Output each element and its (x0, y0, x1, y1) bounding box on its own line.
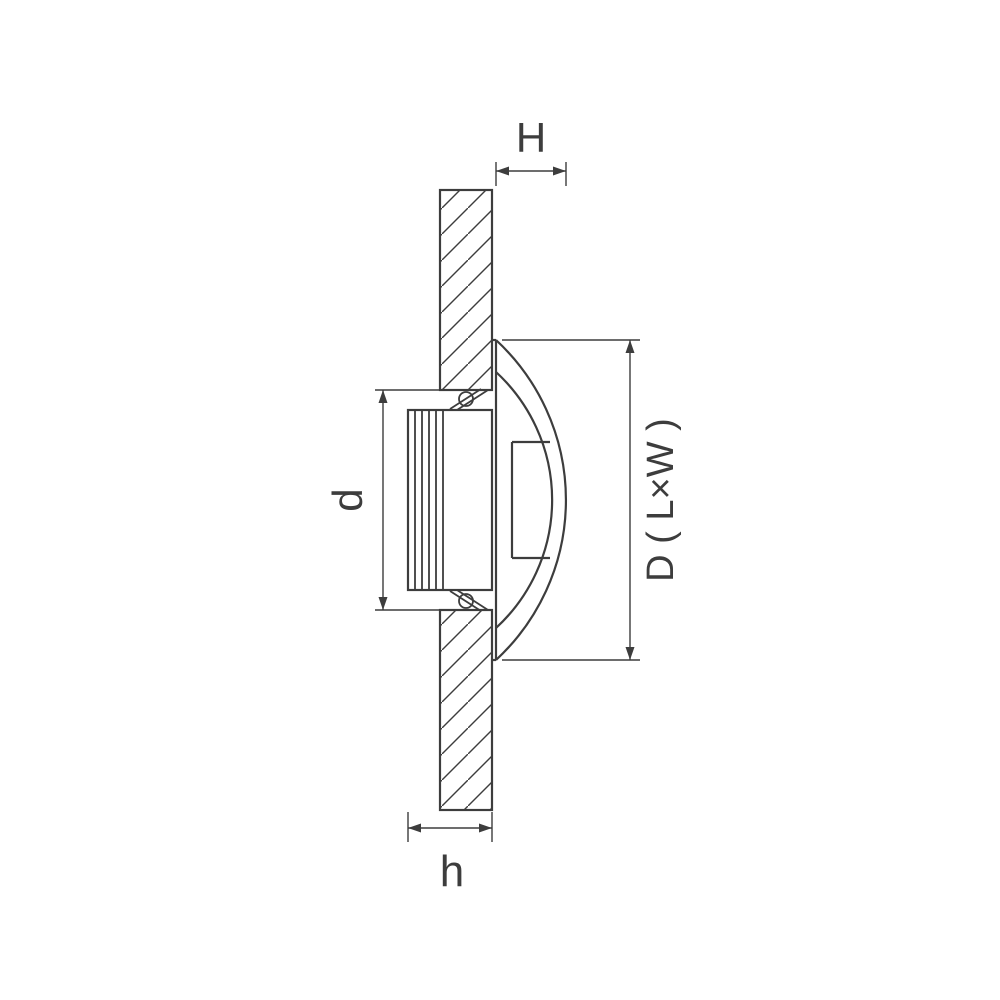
arrow-down-icon (625, 647, 635, 660)
dome-inner-arc (495, 371, 554, 629)
dimension-arrows (408, 823, 492, 833)
wall-section-upper (438, 188, 494, 392)
dimension-label-H: H (516, 114, 546, 161)
arrow-up-icon (378, 390, 388, 403)
arrow-up-icon (625, 340, 635, 353)
clip-arm (456, 589, 489, 611)
clip-arm (449, 388, 482, 410)
clip-arm (456, 389, 489, 411)
arrow-down-icon (378, 597, 388, 610)
wall-section-lower (438, 608, 494, 812)
arrow-right-icon (479, 823, 492, 833)
arrow-left-icon (408, 823, 421, 833)
spring-clip-top (449, 388, 489, 411)
dimension-arrows (496, 166, 566, 176)
luminaire-section (406, 188, 568, 812)
dimension-d: d (324, 389, 440, 611)
dimension-arrows (378, 390, 388, 610)
dimension-label-D: D ( L×W ) (640, 418, 682, 582)
housing-body (406, 408, 494, 592)
arrow-right-icon (553, 166, 566, 176)
arrow-left-icon (496, 166, 509, 176)
dimension-D: D ( L×W ) (502, 339, 682, 661)
dimension-arrows (625, 340, 635, 660)
dimension-label-h: h (440, 847, 464, 896)
clip-arm (449, 590, 482, 612)
dome-outer-arc (495, 339, 568, 661)
dimension-label-d: d (324, 488, 371, 511)
spring-clip-bottom (449, 589, 489, 612)
housing-fins (414, 410, 444, 590)
dimension-h: h (407, 812, 493, 896)
dimension-H: H (495, 114, 567, 186)
